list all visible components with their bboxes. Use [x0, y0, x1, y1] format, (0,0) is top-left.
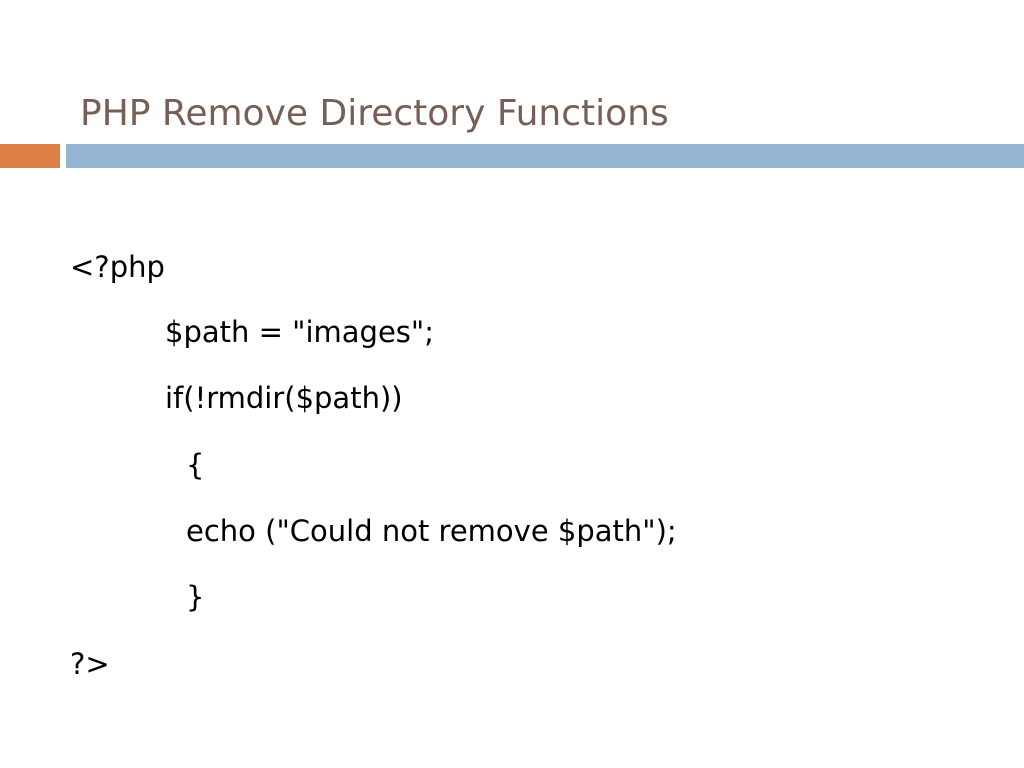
code-line-close-tag: ?>	[70, 647, 110, 681]
accent-bar-blue	[66, 144, 1024, 168]
code-line-path-assignment: $path = "images";	[165, 315, 435, 349]
accent-bar-orange	[0, 144, 60, 168]
code-line-echo: echo ("Could not remove $path");	[186, 514, 677, 548]
code-line-if-statement: if(!rmdir($path))	[165, 381, 403, 415]
code-line-open-tag: <?php	[70, 250, 165, 284]
slide-title: PHP Remove Directory Functions	[80, 93, 669, 134]
code-line-open-brace: {	[186, 448, 205, 482]
code-line-close-brace: }	[186, 580, 205, 614]
